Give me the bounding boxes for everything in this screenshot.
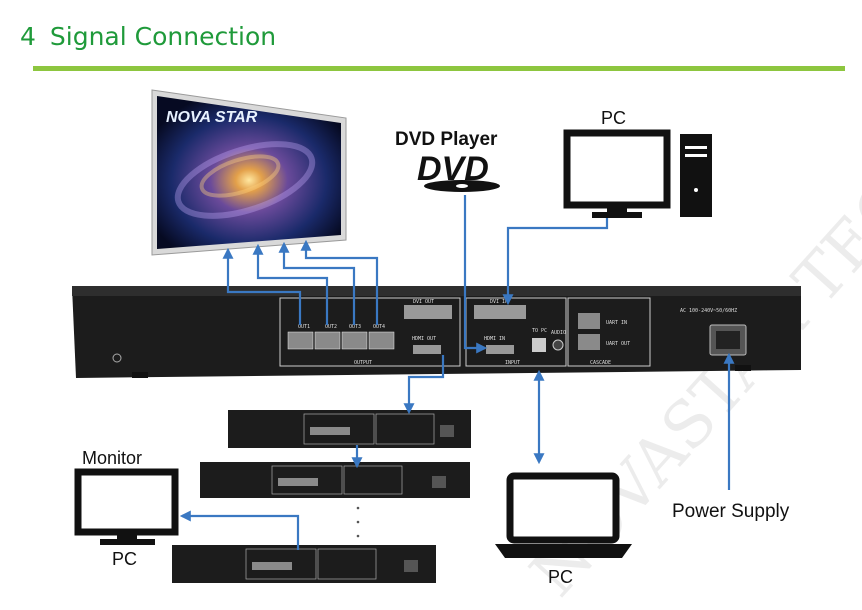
cable-monitor	[179, 510, 300, 550]
cascaded-device-3	[172, 545, 436, 583]
dvd-logo-icon: DVD	[417, 150, 500, 192]
cable-out1	[222, 247, 302, 325]
section-number: 4	[20, 22, 36, 51]
pc-left-label: PC	[112, 549, 137, 569]
dvi-in-label: DVI IN	[490, 299, 508, 305]
section-heading: 4 Signal Connection	[20, 22, 276, 51]
screen-brand: NOVA STAR	[166, 109, 258, 126]
cable-out3	[278, 241, 356, 325]
port-out4: OUT4	[373, 324, 385, 330]
power-supply-label: Power Supply	[672, 501, 790, 522]
input-label: INPUT	[505, 360, 520, 366]
port-out3: OUT3	[349, 324, 361, 330]
cable-pc-dvi	[502, 218, 609, 306]
main-controller-device: OUT1 OUT2 OUT3 OUT4 DVI OUT HDMI OUT OUT…	[72, 286, 801, 378]
heading-rule	[33, 66, 845, 71]
ac-rating-label: AC 100-240V~50/60HZ	[680, 308, 737, 314]
cascaded-device-1	[228, 410, 471, 448]
port-out2: OUT2	[325, 324, 337, 330]
pc-laptop-label: PC	[548, 567, 573, 587]
hdmi-in-label: HDMI IN	[484, 336, 505, 342]
uart-in-label: UART IN	[606, 320, 627, 326]
cascade-label: CASCADE	[590, 360, 611, 366]
hdmi-out-label: HDMI OUT	[412, 336, 436, 342]
output-label: OUTPUT	[354, 360, 372, 366]
monitor-label: Monitor	[82, 448, 142, 468]
section-title: Signal Connection	[49, 22, 277, 51]
uart-out-label: UART OUT	[606, 341, 630, 347]
audio-label: AUDIO	[551, 330, 566, 336]
cable-out4	[300, 239, 379, 325]
dvi-out-label: DVI OUT	[413, 299, 434, 305]
monitor-icon	[74, 468, 179, 545]
cascaded-device-2	[200, 462, 470, 498]
laptop-icon	[495, 472, 632, 558]
to-pc-label: TO PC	[532, 328, 547, 334]
continuation-dots	[356, 506, 360, 538]
cable-dvd	[463, 195, 488, 354]
dvd-player-label: DVD Player	[395, 129, 498, 150]
cable-out2	[252, 243, 329, 325]
cables	[179, 195, 735, 550]
cable-cascade-1	[403, 355, 445, 415]
pc-top-label: PC	[601, 108, 626, 128]
led-screen: NOVA STAR	[151, 89, 347, 256]
port-out1: OUT1	[298, 324, 310, 330]
desktop-pc-icon	[563, 129, 712, 218]
